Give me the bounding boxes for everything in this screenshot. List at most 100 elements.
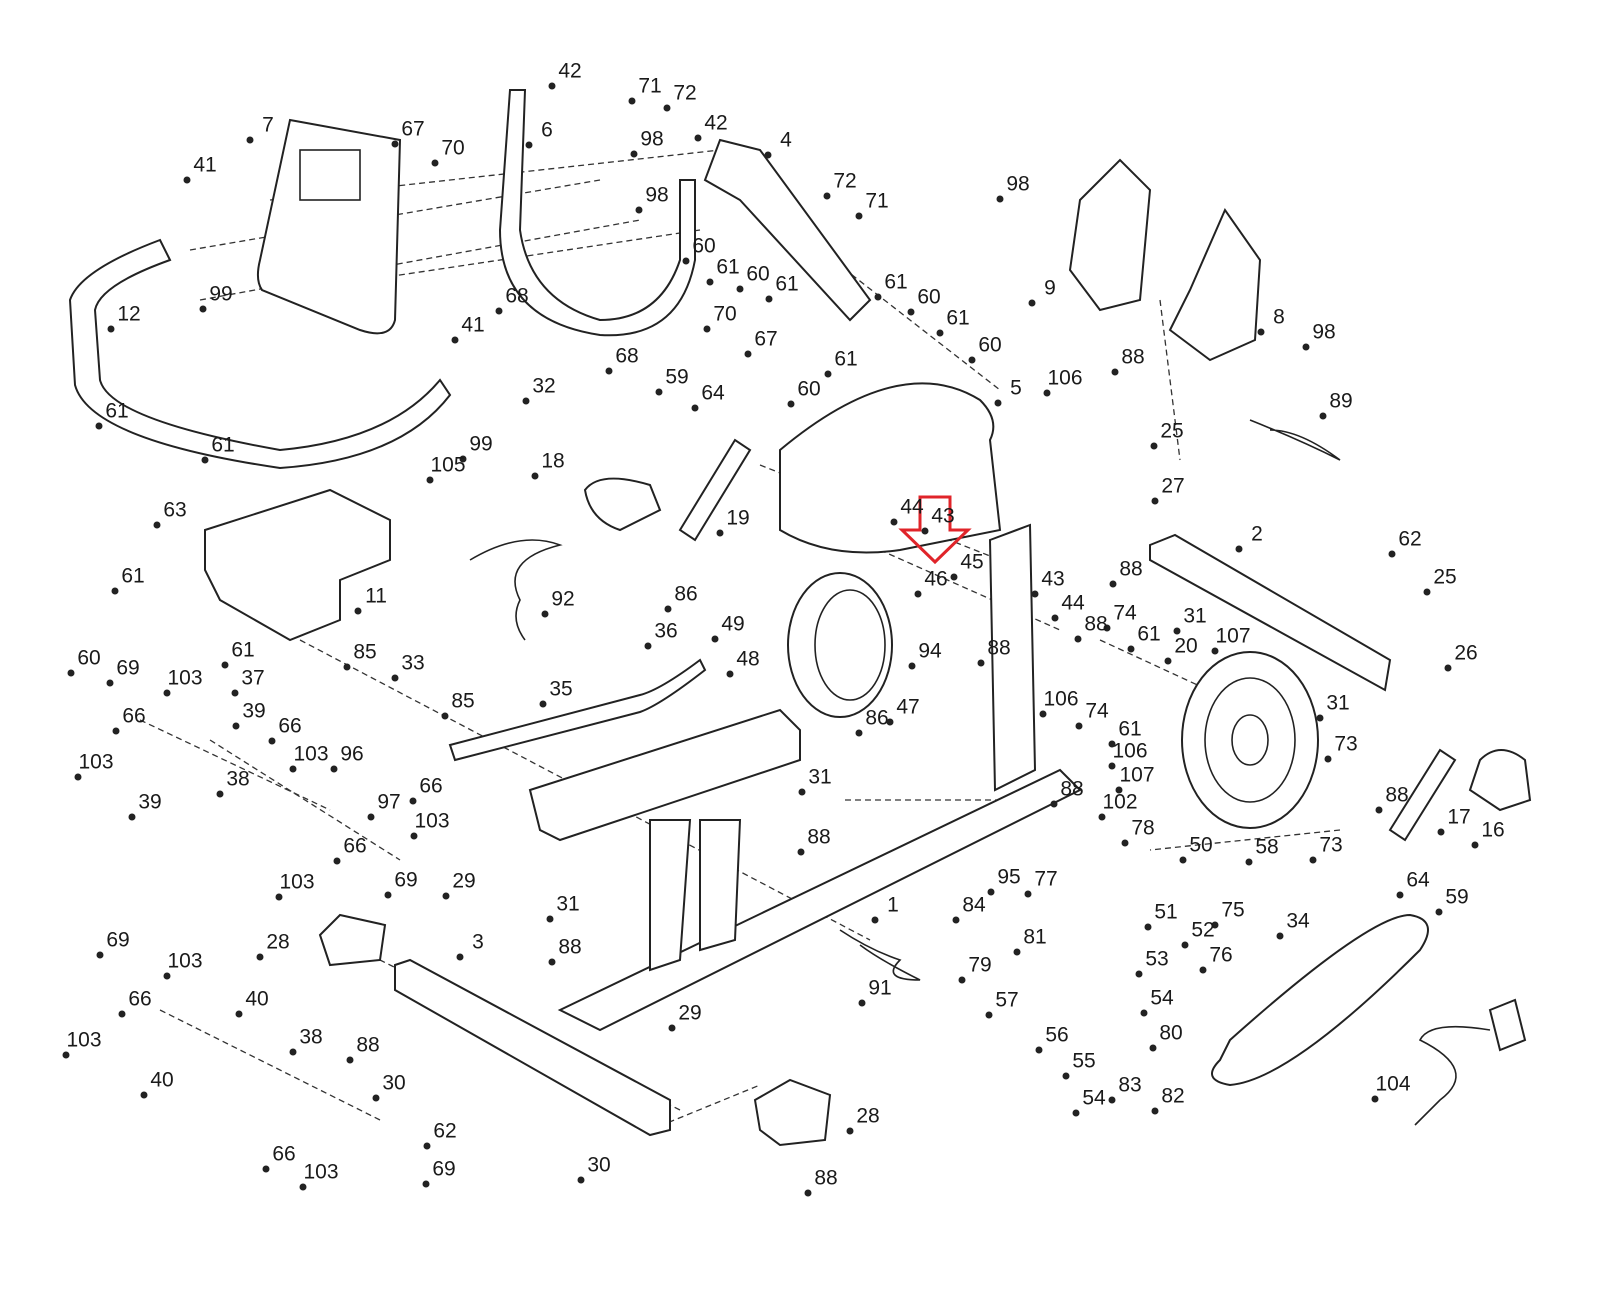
part-number-label: 61 [716,256,739,279]
part-number-label: 43 [1041,568,1064,591]
part-number-label: 104 [1375,1073,1410,1096]
fastener-dot [691,404,699,412]
fastener-dot [855,212,863,220]
fastener-dot [823,192,831,200]
part-number-label: 66 [122,705,145,728]
fastener-dot [495,307,503,315]
part-number-label: 60 [77,647,100,670]
part-number-label: 61 [231,639,254,662]
part-number-label: 36 [654,620,677,643]
fastener-dot [106,679,114,687]
fastener-dot [1211,921,1219,929]
part-number-label: 39 [138,791,161,814]
handlebar-12 [68,238,452,470]
fastener-dot [442,892,450,900]
part-number-label: 61 [834,348,857,371]
part-number-label: 28 [266,931,289,954]
fastener-dot [409,797,417,805]
part-number-label: 5 [1010,377,1022,400]
fastener-dot [1074,635,1082,643]
part-number-label: 103 [78,751,113,774]
part-number-label: 66 [419,775,442,798]
fastener-dot [1051,614,1059,622]
part-number-label: 60 [797,378,820,401]
fastener-dot [231,689,239,697]
part-number-label: 84 [962,894,986,917]
shroud-9 [1068,158,1152,312]
fastener-dot [907,308,915,316]
fastener-dot [985,1011,993,1019]
fastener-dot [605,367,613,375]
upright-6 [498,89,696,337]
part-number-label: 52 [1191,919,1214,942]
fastener-dot [736,285,744,293]
part-number-label: 35 [549,678,572,701]
part-number-label: 37 [241,667,264,690]
part-number-label: 11 [365,585,387,608]
fastener-dot [441,712,449,720]
part-number-label: 105 [430,454,465,477]
part-number-label: 69 [394,869,417,892]
fastener-dot [128,813,136,821]
fastener-dot [221,661,229,669]
fastener-dot [858,999,866,1007]
fastener-dot [1319,412,1327,420]
fastener-dot [855,729,863,737]
fastener-dot [1111,368,1119,376]
fastener-dot [958,976,966,984]
part-number-label: 74 [1085,700,1109,723]
fastener-dot [163,689,171,697]
fastener-dot [644,642,652,650]
fastener-dot [908,662,916,670]
seat-frame-11 [204,488,391,642]
fastener-dot [1309,856,1317,864]
part-number-label: 40 [245,988,268,1011]
fastener-dot [787,400,795,408]
fastener-dot [797,848,805,856]
fastener-dot [423,1142,431,1150]
part-number-label: 103 [66,1029,101,1052]
part-number-label: 74 [1113,602,1137,625]
fastener-dot [422,1180,430,1188]
part-number-label: 58 [1255,836,1278,859]
part-number-label: 106 [1047,367,1082,390]
fastener-dot [548,958,556,966]
part-number-label: 71 [638,75,661,98]
part-number-label: 1 [887,894,899,917]
part-number-label: 94 [918,640,942,663]
wire-92 [469,539,563,641]
fastener-dot [1013,948,1021,956]
fastener-dot [62,1051,70,1059]
part-number-label: 19 [726,507,749,530]
fastener-dot [1062,1072,1070,1080]
fastener-dot [914,590,922,598]
part-number-label: 69 [116,657,139,680]
part-number-label: 68 [615,345,638,368]
part-number-label: 83 [1118,1074,1141,1097]
part-number-label: 95 [997,866,1020,889]
fastener-dot [456,953,464,961]
fastener-dot [996,195,1004,203]
fastener-dot [703,325,711,333]
part-number-label: 45 [960,551,983,574]
part-number-label: 48 [736,648,759,671]
fastener-dot [1075,722,1083,730]
pulley-58 [1181,651,1319,829]
fastener-dot [410,832,418,840]
part-number-label: 47 [896,696,919,719]
fastener-dot [1302,343,1310,351]
part-number-label: 42 [558,60,581,83]
fastener-dot [1127,645,1135,653]
fastener-dot [1276,932,1284,940]
part-number-label: 60 [746,263,769,286]
flywheel-48 [787,572,893,718]
foot-28a [318,913,387,967]
fastener-dot [1028,299,1036,307]
fastener-dot [459,455,467,463]
part-number-label: 91 [868,977,891,1000]
part-number-label: 26 [1454,642,1477,665]
part-number-label: 73 [1319,834,1342,857]
part-number-label: 51 [1154,901,1177,924]
fastener-dot [1108,1096,1116,1104]
